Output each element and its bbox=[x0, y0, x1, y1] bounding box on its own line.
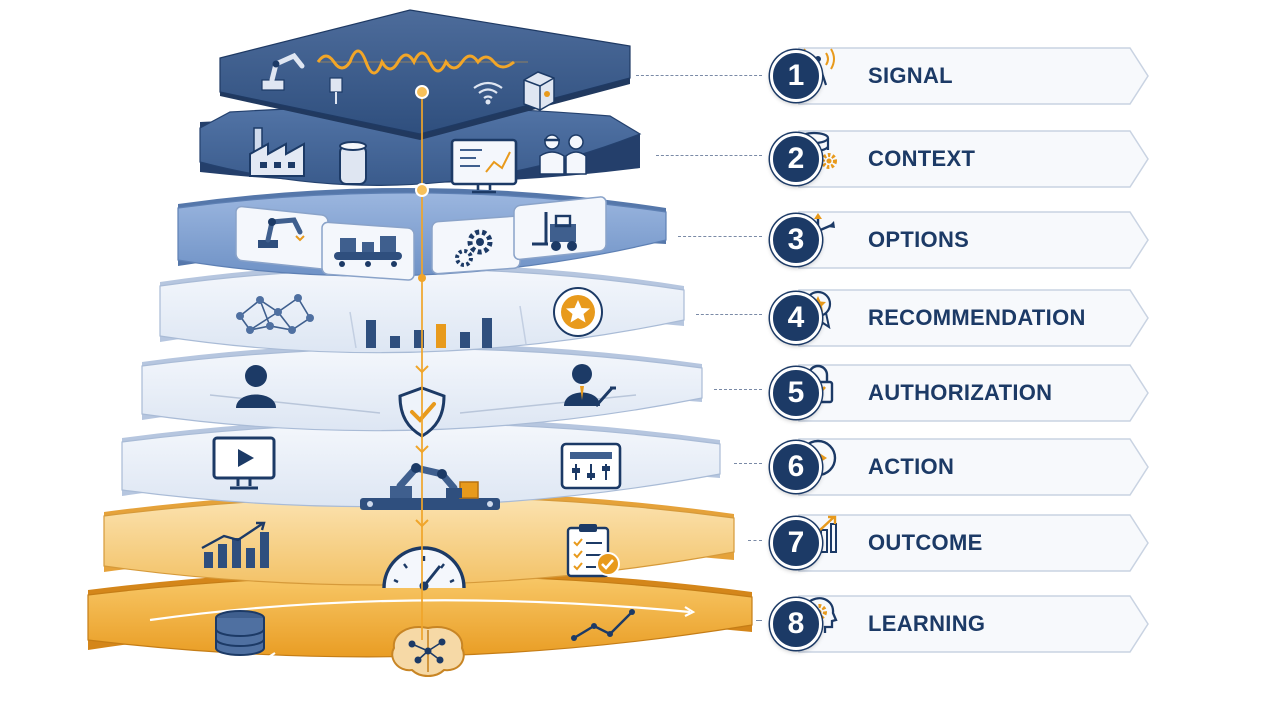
learning-layer bbox=[87, 569, 753, 677]
factory-icon bbox=[249, 127, 305, 177]
step-number-badge: 1 bbox=[770, 50, 822, 102]
device-box-icon bbox=[523, 71, 555, 111]
step-banner: SIGNAL bbox=[798, 47, 1150, 105]
step-banner: RECOMMENDATION bbox=[798, 289, 1150, 347]
step-label: OPTIONS bbox=[868, 227, 970, 252]
step-signal: SIGNAL 1 bbox=[770, 47, 1150, 105]
step-banner: OUTCOME bbox=[798, 514, 1150, 572]
step-label: ACTION bbox=[868, 454, 955, 479]
gears-icon bbox=[431, 215, 521, 275]
control-panel-icon bbox=[560, 442, 622, 490]
step-banner: AUTHORIZATION bbox=[798, 364, 1150, 422]
step-number-badge: 4 bbox=[770, 292, 822, 344]
user-icon bbox=[236, 365, 276, 408]
star-badge-icon bbox=[553, 287, 603, 337]
step-options: OPTIONS 3 bbox=[770, 211, 1150, 269]
connector-line bbox=[656, 155, 762, 156]
checklist-icon bbox=[566, 524, 620, 578]
step-number-badge: 8 bbox=[770, 598, 822, 650]
signal-layer bbox=[219, 9, 631, 140]
robot-arm-icon bbox=[261, 52, 305, 91]
step-label: RECOMMENDATION bbox=[868, 305, 1086, 330]
monitor-dashboard-icon bbox=[450, 138, 518, 194]
connector-line bbox=[678, 236, 762, 237]
growth-chart-icon bbox=[201, 521, 269, 568]
video-monitor-icon bbox=[212, 436, 276, 490]
forklift-icon bbox=[513, 196, 607, 261]
connector-line bbox=[696, 314, 762, 315]
layer-stack-diagram bbox=[87, 9, 753, 677]
manager-icon bbox=[564, 364, 616, 407]
step-number-badge: 6 bbox=[770, 441, 822, 493]
outcome-layer bbox=[103, 491, 735, 591]
brain-icon bbox=[391, 626, 465, 677]
connector-line bbox=[748, 540, 762, 541]
step-label: LEARNING bbox=[868, 611, 986, 636]
step-label: OUTCOME bbox=[868, 530, 983, 555]
context-layer bbox=[199, 106, 642, 194]
flow-connector-line bbox=[415, 85, 429, 640]
network-graph-icon bbox=[236, 294, 314, 334]
step-learning: LEARNING 8 bbox=[770, 595, 1150, 653]
conveyor-icon bbox=[321, 221, 415, 281]
connector-line bbox=[756, 620, 762, 621]
step-authorization: AUTHORIZATION 5 bbox=[770, 364, 1150, 422]
connector-line bbox=[636, 75, 762, 76]
step-banner: CONTEXT bbox=[798, 130, 1150, 188]
step-number-badge: 3 bbox=[770, 214, 822, 266]
step-number-badge: 7 bbox=[770, 517, 822, 569]
step-label: SIGNAL bbox=[868, 63, 953, 88]
workers-icon bbox=[539, 134, 587, 175]
step-number-badge: 2 bbox=[770, 133, 822, 185]
connector-line bbox=[734, 463, 762, 464]
step-label: CONTEXT bbox=[868, 146, 976, 171]
sensor-icon bbox=[329, 77, 343, 104]
connector-line bbox=[714, 389, 762, 390]
step-action: ACTION 6 bbox=[770, 438, 1150, 496]
bar-chart-icon bbox=[366, 318, 492, 348]
step-banner: ACTION bbox=[798, 438, 1150, 496]
speedometer-icon bbox=[382, 546, 466, 591]
step-label: AUTHORIZATION bbox=[868, 380, 1053, 405]
step-number-badge: 5 bbox=[770, 367, 822, 419]
robotic-assembly-icon bbox=[360, 463, 500, 510]
waveform-icon bbox=[316, 49, 528, 75]
step-banner: OPTIONS bbox=[798, 211, 1150, 269]
trend-line-icon bbox=[571, 609, 635, 641]
step-banner: LEARNING bbox=[798, 595, 1150, 653]
database-icon bbox=[215, 610, 265, 656]
step-recommendation: RECOMMENDATION 4 bbox=[770, 289, 1150, 347]
step-context: CONTEXT 2 bbox=[770, 130, 1150, 188]
robot-arm-icon bbox=[235, 205, 329, 270]
step-outcome: OUTCOME 7 bbox=[770, 514, 1150, 572]
tank-icon bbox=[339, 141, 367, 185]
wifi-icon bbox=[473, 81, 503, 105]
